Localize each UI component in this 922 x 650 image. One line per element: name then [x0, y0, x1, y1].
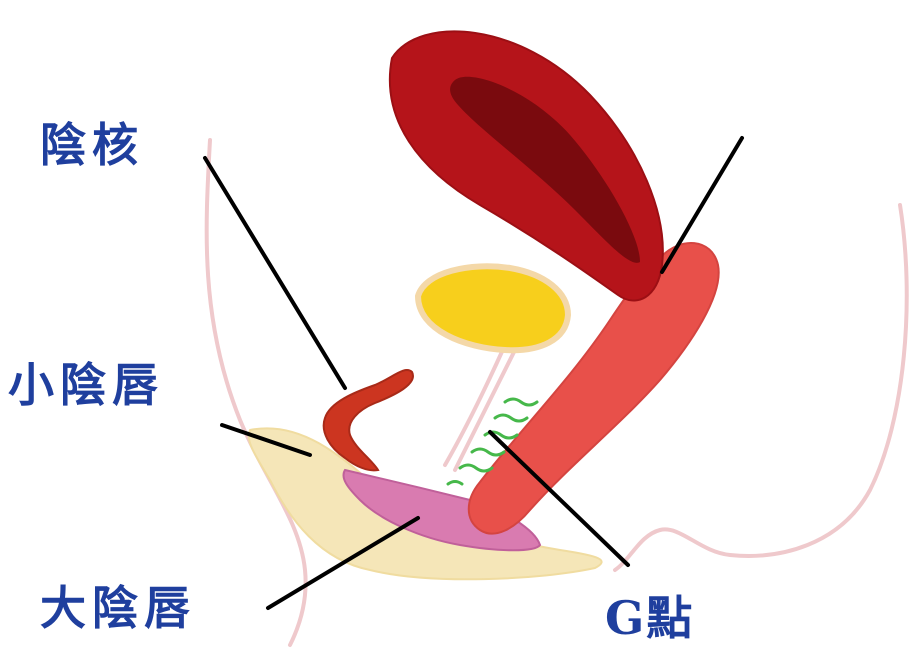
labia-minora-label: 小陰唇 — [8, 362, 164, 408]
g-spot-label: G點 — [605, 595, 694, 641]
g-spot-ridge — [505, 399, 537, 405]
left-thigh-outline — [207, 140, 306, 645]
g-spot-ridge — [472, 449, 504, 455]
clitoris-label: 陰核 — [40, 122, 144, 168]
g-spot-ridge — [460, 465, 492, 471]
labia-majora-label: 大陰唇 — [40, 585, 196, 631]
bladder-shape — [418, 266, 568, 350]
g-spot-ridge — [448, 482, 462, 485]
clitoris-leader-line — [205, 158, 345, 388]
urethra-outline-2 — [445, 345, 505, 465]
g-spot-ridge — [495, 415, 527, 421]
uterus-shape — [390, 31, 663, 300]
